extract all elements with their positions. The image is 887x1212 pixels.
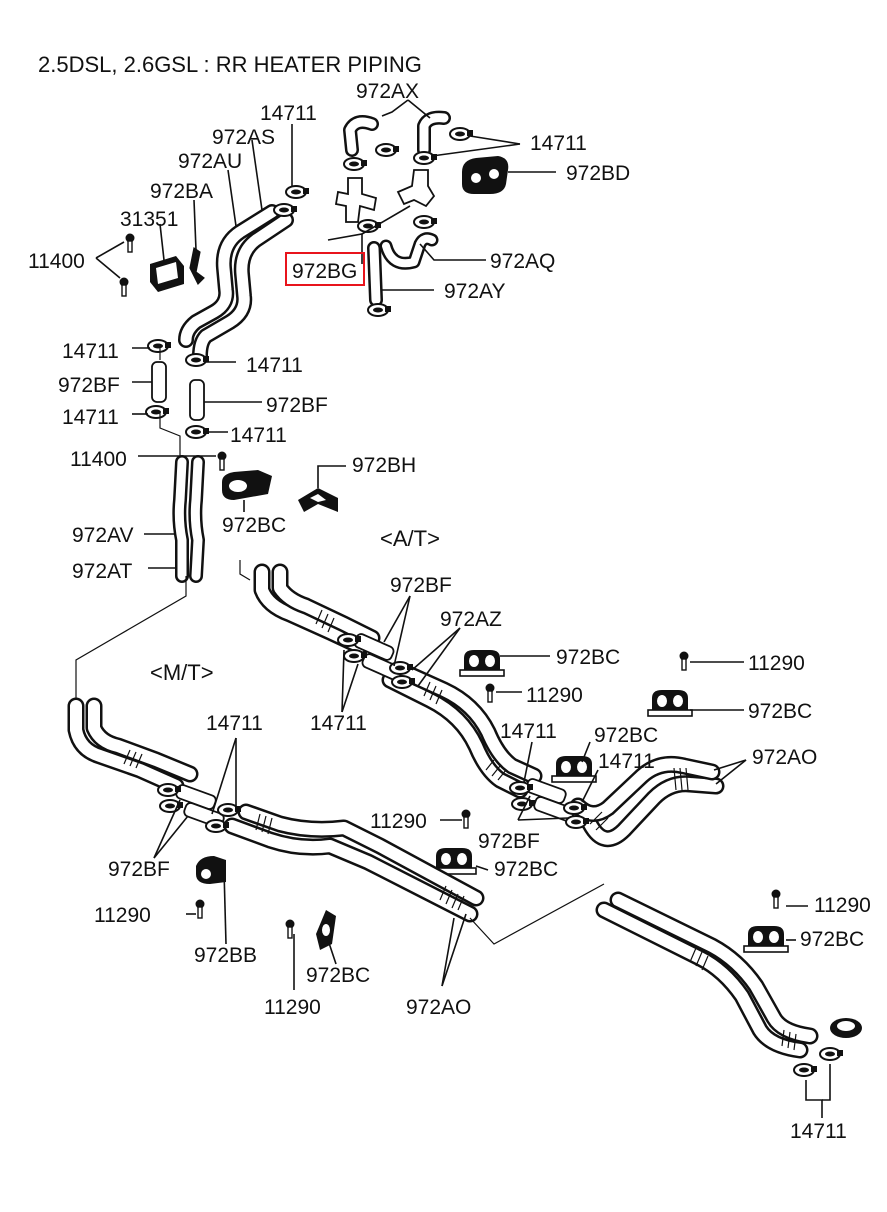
label-972bc: 972BC [594,724,658,747]
upper-hose-972au [178,204,294,364]
label-972ba: 972BA [150,180,213,203]
hose-clamp-icon [285,185,310,199]
label-972bc: 972BC [306,964,370,987]
label-972bf: 972BF [390,574,452,597]
hose-clamp-icon [449,127,474,141]
label-11290: 11290 [370,810,427,833]
clip-972ba [189,247,205,286]
label-14711: 14711 [790,1120,847,1143]
hose-clamp-icon [145,405,170,419]
label-972as: 972AS [212,126,275,149]
bolt-icon [460,808,472,829]
label-972ay: 972AY [444,280,506,303]
bolt-icon [284,918,296,939]
pipe-clamp-icon [551,755,597,783]
label-14711: 14711 [230,424,287,447]
label-972bc: 972BC [800,928,864,951]
label-972bh: 972BH [352,454,416,477]
label-972bf: 972BF [266,394,328,417]
label-972bf: 972BF [58,374,120,397]
label-11290: 11290 [814,894,871,917]
hose-clamp-icon [343,157,368,171]
diagram-title: 2.5DSL, 2.6GSL : RR HEATER PIPING [38,52,422,77]
label-972at: 972AT [72,560,132,583]
bracket-972bh [298,488,338,512]
label-11290: 11290 [94,904,151,927]
label-972ao: 972AO [752,746,817,769]
label-972bg: 972BG [292,260,357,283]
pipe-972bf [151,361,167,403]
label-14711: 14711 [500,720,557,743]
label-at-variant: <A/T> [380,526,440,551]
label-14711: 14711 [62,340,119,363]
label-972bd: 972BD [566,162,630,185]
label-972az: 972AZ [440,608,502,631]
hose-clamp-icon [793,1063,818,1077]
hose-clamp-icon [819,1047,844,1061]
label-14711: 14711 [62,406,119,429]
part-labels: 972AX 14711 972AS 14711 972AU 972BD 972B… [28,80,871,1143]
hose-clamp-icon [185,425,210,439]
label-972bf: 972BF [478,830,540,853]
hose-clamp-icon [217,803,242,817]
bolt-icon [124,232,136,253]
label-14711: 14711 [246,354,303,377]
bracket-31351 [150,256,184,292]
label-14711: 14711 [310,712,367,735]
grommet-icon [830,1018,862,1038]
grommet-972bb [196,856,226,884]
label-972ax: 972AX [356,80,419,103]
bolt-icon [484,682,496,703]
pipe-972bf [189,379,205,421]
label-14711: 14711 [598,750,655,773]
label-mt-variant: <M/T> [150,660,214,685]
bolt-icon [770,888,782,909]
label-972bc: 972BC [494,858,558,881]
label-31351: 31351 [120,208,178,231]
tee-fittings [334,169,436,223]
label-11290: 11290 [526,684,583,707]
assembly-connection-lines [75,346,605,945]
label-972bc: 972BC [222,514,286,537]
leader-lines [95,99,831,1118]
label-972bc: 972BC [556,646,620,669]
label-11400: 11400 [28,250,85,273]
pipe-clamp-icon [743,925,789,953]
label-972bf: 972BF [108,858,170,881]
label-11400: 11400 [70,448,127,471]
lower-right-hose-assembly [595,891,819,1059]
bolt-icon [118,276,130,297]
hose-clamp-icon [375,143,400,157]
at-hose-assembly [253,563,725,848]
label-972aq: 972AQ [490,250,555,273]
label-972ao: 972AO [406,996,471,1019]
grommet-plate-972bd [462,156,509,194]
pipe-clamp-icon [647,689,693,717]
label-11290: 11290 [264,996,321,1019]
hose-clamp-icon [367,303,392,317]
clamp-972bc [222,470,272,500]
hose-clamp-icon [273,203,298,217]
label-972bb: 972BB [194,944,257,967]
hose-clamp-icon [413,215,438,229]
highlight-box-972bg [285,252,365,286]
hose-972ax [343,110,451,157]
mt-hose-assembly [67,697,485,923]
label-14711: 14711 [260,102,317,125]
clamp-972bc [316,910,336,950]
label-972bc: 972BC [748,700,812,723]
label-972au: 972AU [178,150,242,173]
bolt-icon [216,450,228,471]
bolt-icon [194,898,206,919]
label-972av: 972AV [72,524,134,547]
label-11290: 11290 [748,652,805,675]
pipe-clamp-icon [459,649,505,677]
hose-clamp-icon [413,151,438,165]
label-14711: 14711 [530,132,587,155]
label-14711: 14711 [206,712,263,735]
bolt-icon [678,650,690,671]
